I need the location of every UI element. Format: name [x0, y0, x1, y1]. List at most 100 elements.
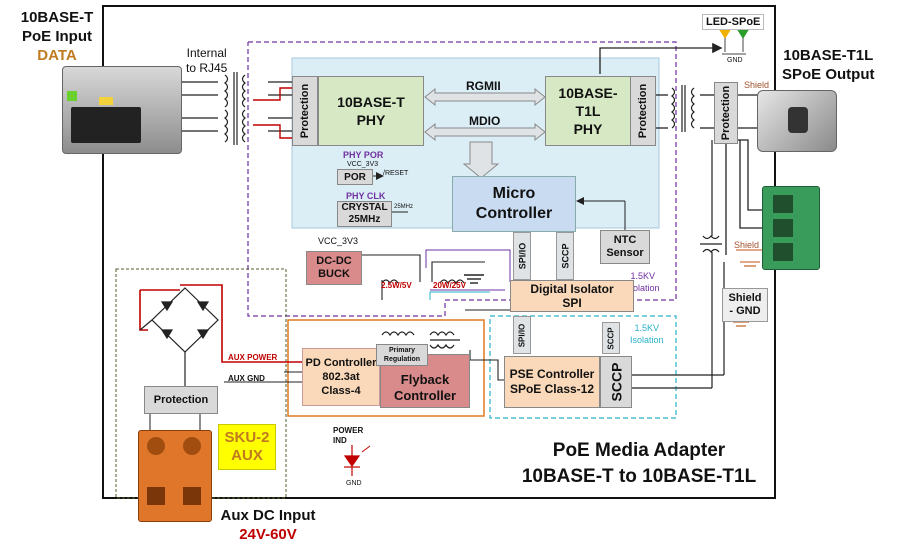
isolation-boundary-teal [489, 315, 677, 419]
mdio-label: MDIO [469, 114, 501, 128]
buck-line2: BUCK [318, 268, 350, 280]
power-ind-line2: IND [333, 436, 347, 445]
led-spoe-label: LED-SPoE [702, 14, 765, 30]
protection-right-block: Protection [630, 76, 656, 146]
pd-line1: PD Controller [305, 357, 377, 369]
isolator-line1: Digital Isolator [530, 282, 614, 296]
isolation-1-line1: 1.5KV [630, 271, 656, 281]
primary-regulation-block: Primary Regulation [376, 344, 428, 366]
sccp-upper-label: SCCP [560, 243, 571, 269]
power-ind-line1: POWER [333, 426, 364, 435]
aux-region [115, 268, 287, 499]
pd-region [287, 319, 485, 417]
power-ind-label: POWER IND [333, 426, 363, 446]
pse-controller-block: PSE Controller SPoE Class-12 [504, 356, 600, 408]
internal-rj45-label: Internal to RJ45 [186, 46, 227, 76]
rail-a-label: 2.5W/5V [381, 281, 412, 290]
phy-10baset-line2: PHY [356, 112, 386, 128]
crystal-block: CRYSTAL 25MHz [337, 201, 392, 227]
protection-output-block: Protection [714, 82, 738, 144]
pd-controller-block: PD Controller 802.3at Class-4 [302, 348, 380, 406]
phy-t1l-block: 10BASE-T1L PHY [545, 76, 631, 146]
isolation-2-line1: 1.5KV [634, 323, 660, 333]
sccp-block-label: SCCP [608, 362, 624, 402]
transformer-left [224, 72, 246, 145]
digital-isolator-block: Digital Isolator SPI [510, 280, 634, 312]
title-line1: PoE Media Adapter [552, 440, 726, 461]
isolation-1-line2: Isolation [626, 283, 660, 293]
spoe-output-title: 10BASE-T1L SPoE Output [782, 46, 875, 84]
phy-por-label: PHY POR [343, 150, 384, 160]
sku-line2: AUX [231, 447, 263, 464]
flyback-line1: Flyback [400, 372, 450, 387]
crystal-freq-label: 25MHz [394, 204, 414, 210]
internal-line2: to RJ45 [186, 61, 228, 75]
led-gnd-label: GND [727, 57, 743, 64]
aux-dc-line1: Aux DC Input [220, 507, 316, 524]
aux-protection-block: Protection [144, 386, 218, 414]
ntc-line2: Sensor [606, 247, 644, 259]
internal-line1: Internal [186, 46, 227, 60]
sccp-lower-label: SCCP [606, 326, 616, 350]
shield-gnd-block: Shield - GND [722, 288, 768, 322]
flyback-line2: Controller [393, 388, 457, 403]
aux-dc-input-title: Aux DC Input 24V-60V [214, 506, 322, 544]
spi-io-arrow-lower: SPI/IO [513, 316, 531, 354]
protection-right-label: Protection [637, 83, 649, 139]
isolation-label-2: 1.5KV Isolation [630, 322, 664, 346]
spi-io-arrow-upper: SPI/IO [513, 232, 531, 280]
ntc-line1: NTC [613, 234, 637, 246]
spi-io-upper-label: SPI/IO [517, 242, 528, 270]
primary-reg-line1: Primary [388, 347, 416, 354]
title-line2: 10BASE-T to 10BASE-T1L [521, 466, 757, 487]
rail-b-label: 20W/25V [433, 281, 466, 290]
shield-label-top: Shield [744, 80, 770, 90]
rgmii-label: RGMII [466, 79, 501, 93]
protection-left-block: Protection [292, 76, 318, 146]
pse-line2: SPoE Class-12 [509, 382, 595, 396]
micro-controller-block: Micro Controller [452, 176, 576, 232]
spoe-output-connector-image [757, 90, 837, 152]
transformer-right [671, 85, 695, 132]
primary-reg-line2: Regulation [383, 356, 421, 363]
terminal-block-orange-image [138, 430, 212, 522]
diagram-title: PoE Media Adapter 10BASE-T to 10BASE-T1L [508, 438, 770, 490]
sku-line1: SKU-2 [224, 429, 270, 446]
dcdc-buck-block: DC-DC BUCK [306, 251, 362, 285]
phy-t1l-line2: PHY [573, 121, 603, 137]
pd-line3: Class-4 [321, 385, 361, 397]
ntc-sensor-block: NTC Sensor [600, 230, 650, 264]
phy-10baset-line1: 10BASE-T [337, 94, 405, 110]
spoe-output-line2: SPoE Output [782, 66, 875, 83]
crystal-line2: 25MHz [348, 214, 381, 225]
rj45-jack-image [62, 66, 182, 154]
por-text: POR [344, 171, 366, 183]
sccp-block: SCCP [600, 356, 632, 408]
aux-dc-line2: 24V-60V [239, 526, 297, 543]
sku-badge: SKU-2 AUX [218, 424, 276, 470]
shield-label-mid: Shield [734, 240, 760, 250]
sccp-arrow-lower: SCCP [602, 322, 620, 354]
isolation-2-line2: Isolation [630, 335, 664, 345]
poe-input-title: 10BASE-T PoE Input DATA [14, 8, 100, 65]
terminal-block-green-image [762, 186, 820, 270]
aux-gnd-label: AUX GND [228, 374, 265, 383]
shield-gnd-line1: Shield [728, 292, 762, 304]
bridge-rectifier [139, 287, 219, 386]
por-block: POR [337, 169, 373, 185]
isolation-label-1: 1.5KV Isolation [626, 270, 660, 294]
sccp-arrow-upper: SCCP [556, 232, 574, 280]
micro-line2: Controller [475, 205, 553, 222]
power-gnd-label: GND [346, 480, 362, 487]
data-label: DATA [37, 47, 77, 64]
phy-10baset-block: 10BASE-T PHY [318, 76, 424, 146]
pse-line1: PSE Controller [509, 367, 595, 381]
led-spoe-icon [719, 29, 749, 55]
reset-label: /RESET [383, 170, 409, 177]
shield-gnd-line2: - GND [729, 305, 761, 317]
poe-input-line1: 10BASE-T [20, 9, 94, 26]
crystal-line1: CRYSTAL [341, 202, 388, 213]
phy-clk-label: PHY CLK [346, 191, 386, 201]
pd-line2: 802.3at [322, 371, 360, 383]
buck-line1: DC-DC [316, 255, 352, 267]
